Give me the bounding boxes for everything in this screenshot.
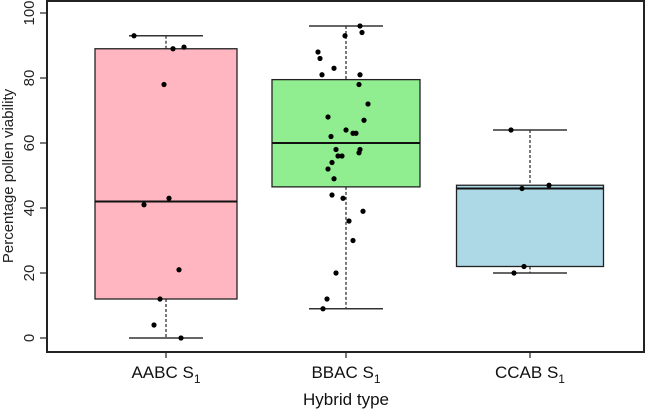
data-point <box>331 176 337 182</box>
data-point <box>357 72 363 78</box>
box-ccab-s1 <box>455 127 605 276</box>
box-aabc-s1 <box>94 33 238 341</box>
data-point <box>329 192 335 198</box>
data-point <box>317 55 323 62</box>
data-point <box>328 133 334 140</box>
data-point <box>360 208 366 214</box>
x-tick-label: BBAC S1 <box>311 363 380 386</box>
data-point <box>546 182 552 188</box>
data-point <box>356 150 362 156</box>
data-point <box>361 117 367 123</box>
y-tick-label: 100 <box>21 0 38 25</box>
y-tick-label: 60 <box>21 135 38 152</box>
data-point <box>353 130 359 136</box>
data-point <box>511 270 517 276</box>
data-point <box>178 335 184 341</box>
iqr-box <box>271 78 421 188</box>
data-point <box>176 267 182 273</box>
data-point <box>320 306 326 312</box>
data-point <box>342 33 348 39</box>
data-point <box>339 153 345 159</box>
data-point <box>508 127 514 133</box>
y-tick-label: 20 <box>21 265 38 282</box>
data-point <box>315 49 321 55</box>
data-point <box>181 44 187 50</box>
data-point <box>331 65 337 71</box>
data-point <box>346 218 352 224</box>
iqr-box <box>94 48 238 300</box>
data-point <box>343 127 349 133</box>
y-tick-label: 40 <box>21 200 38 217</box>
data-point <box>359 29 365 36</box>
x-tick-label: CCAB S1 <box>495 363 565 386</box>
y-axis: 0 20 40 60 80 100 <box>21 0 47 342</box>
data-point <box>356 81 362 88</box>
data-point <box>319 72 325 78</box>
data-point <box>350 237 356 244</box>
data-point <box>324 296 330 302</box>
x-axis: AABC S1 BBAC S1 CCAB S1 <box>131 352 565 386</box>
data-point <box>161 81 167 88</box>
data-point <box>170 46 176 52</box>
data-point <box>166 195 172 201</box>
data-point <box>357 23 363 29</box>
x-tick-label: AABC S1 <box>131 363 200 386</box>
y-axis-label: Percentage pollen viability <box>0 88 17 263</box>
y-tick-label: 80 <box>21 70 38 87</box>
data-point <box>333 146 339 153</box>
iqr-box <box>455 184 605 268</box>
data-point <box>151 322 157 328</box>
data-point <box>340 195 346 201</box>
x-axis-label: Hybrid type <box>303 390 389 409</box>
data-point <box>521 263 527 270</box>
data-point <box>325 166 331 172</box>
box-bbac-s1 <box>271 23 421 312</box>
data-point <box>329 159 335 166</box>
data-point <box>365 101 371 107</box>
data-point <box>157 296 163 302</box>
data-point <box>131 33 137 39</box>
data-point <box>141 202 147 208</box>
data-point <box>325 114 331 120</box>
plot-area <box>94 23 605 341</box>
y-tick-label: 0 <box>21 334 38 342</box>
data-point <box>519 185 525 192</box>
data-point <box>333 270 339 276</box>
data-point <box>335 153 341 159</box>
